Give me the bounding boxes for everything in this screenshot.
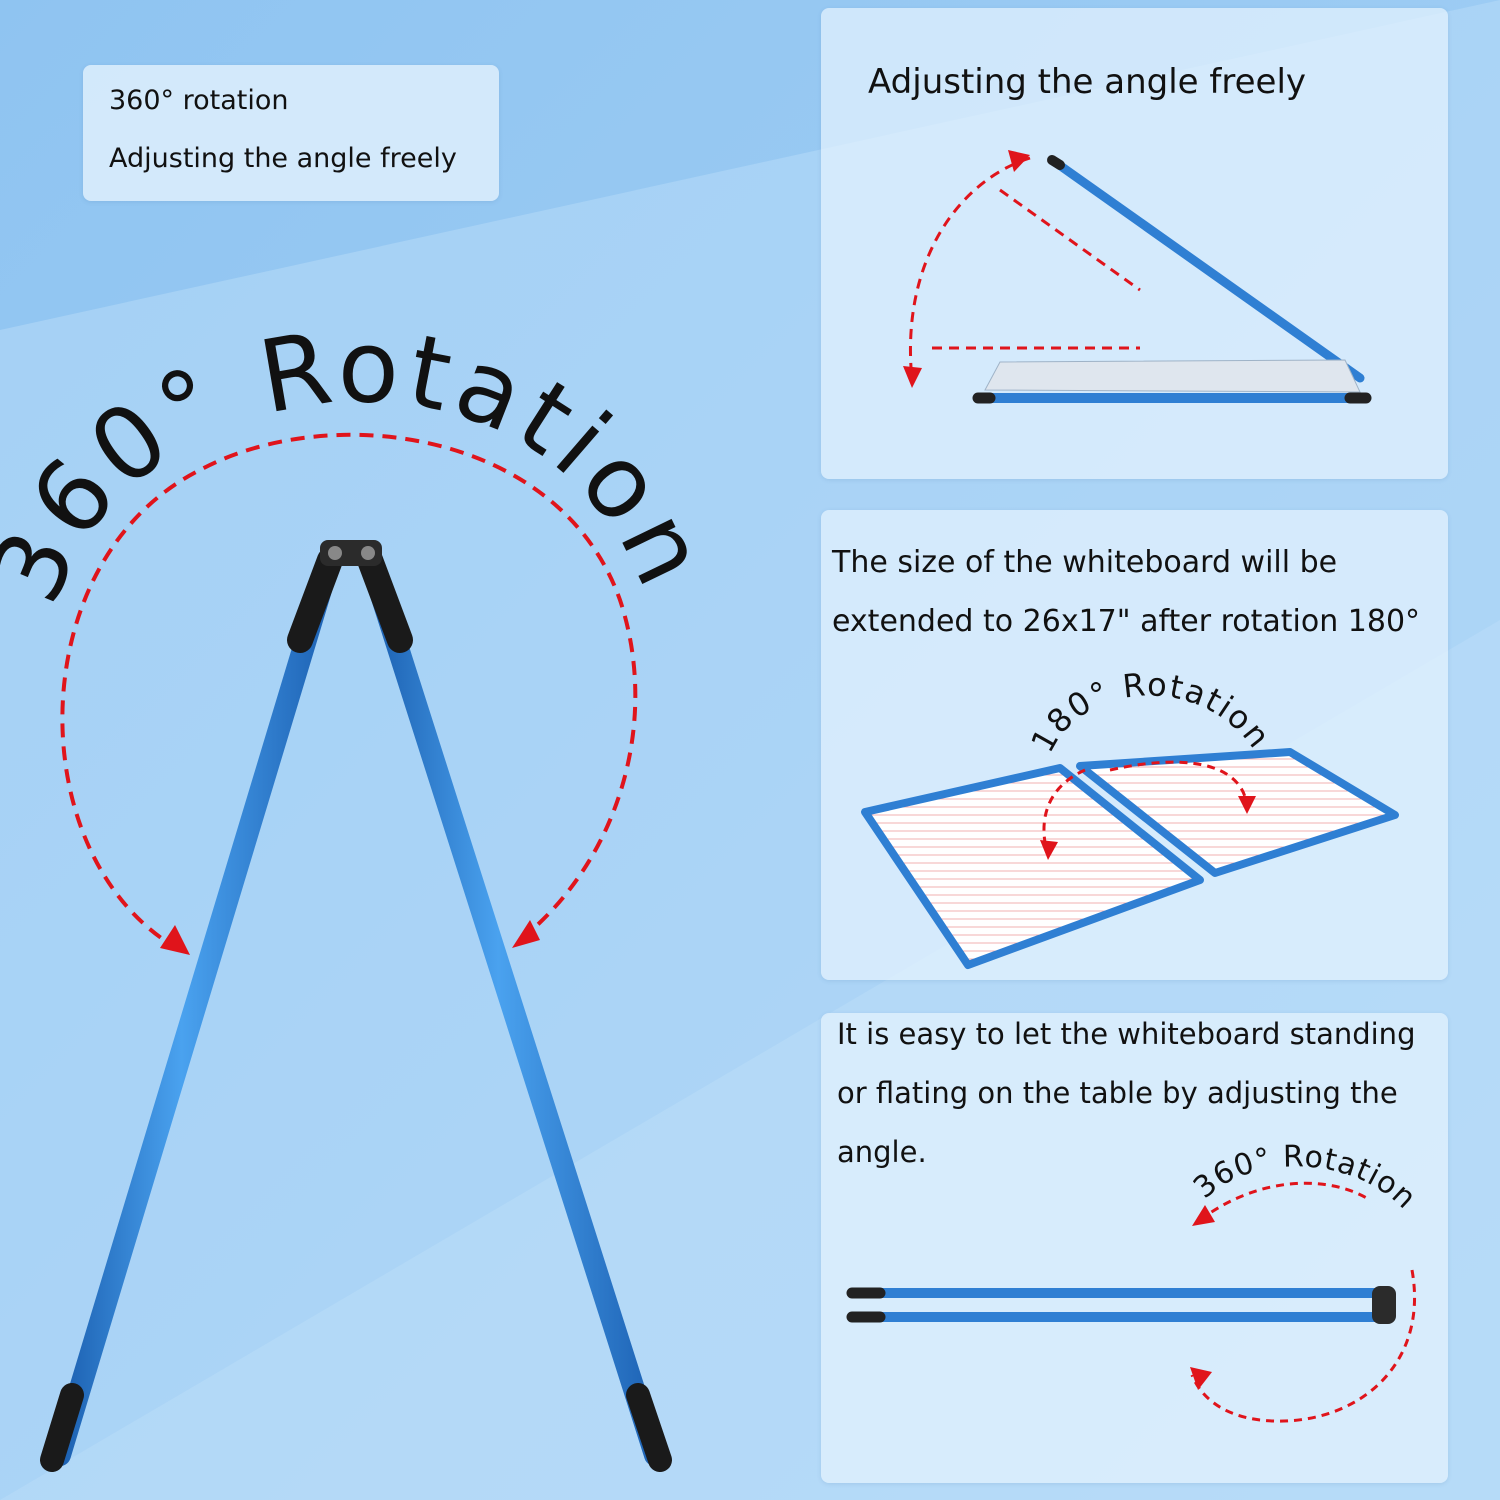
svg-text:360° Rotation: 360° Rotation [0,330,700,618]
folded-illustration: 360° Rotation [846,1139,1423,1423]
intro-line-1: 360° rotation [109,85,289,116]
svg-text:360° Rotation: 360° Rotation [1187,1139,1423,1216]
intro-line-2: Adjusting the angle freely [109,143,457,174]
svg-text:180° Rotation: 180° Rotation [1023,670,1278,759]
panel-stand-line-2: or flating on the table by adjusting the [837,1076,1398,1110]
panel-angle: Adjusting the angle freely [821,8,1448,479]
panel-stand: It is easy to let the whiteboard standin… [821,1013,1448,1483]
main-heading-arc: 360° Rotation [0,330,700,618]
right-leg [359,549,666,1466]
panel-size: The size of the whiteboard will be exten… [821,510,1448,980]
fold-out-illustration: 180° Rotation [861,670,1399,969]
tilt-illustration [903,150,1372,404]
main-heading: 360° Rotation [0,330,700,618]
panel-stand-line-3: angle. [837,1135,927,1169]
arc-arrowhead-left [160,925,190,955]
arc-arrowhead-right [512,920,540,948]
intro-box: 360° rotation Adjusting the angle freely [83,65,499,201]
panel-stand-line-1: It is easy to let the whiteboard standin… [837,1017,1416,1051]
panel-size-line-1: The size of the whiteboard will be [832,545,1338,580]
stand-illustration [40,432,672,1472]
panel-size-rotation-label: 180° Rotation [1023,670,1276,759]
left-leg [49,549,341,1466]
rotation-arc [60,432,638,952]
panel-size-line-2: extended to 26x17" after rotation 180° [832,604,1421,639]
panel-stand-rotation-label: 360° Rotation [1187,1139,1422,1216]
panel-angle-title: Adjusting the angle freely [868,62,1307,102]
